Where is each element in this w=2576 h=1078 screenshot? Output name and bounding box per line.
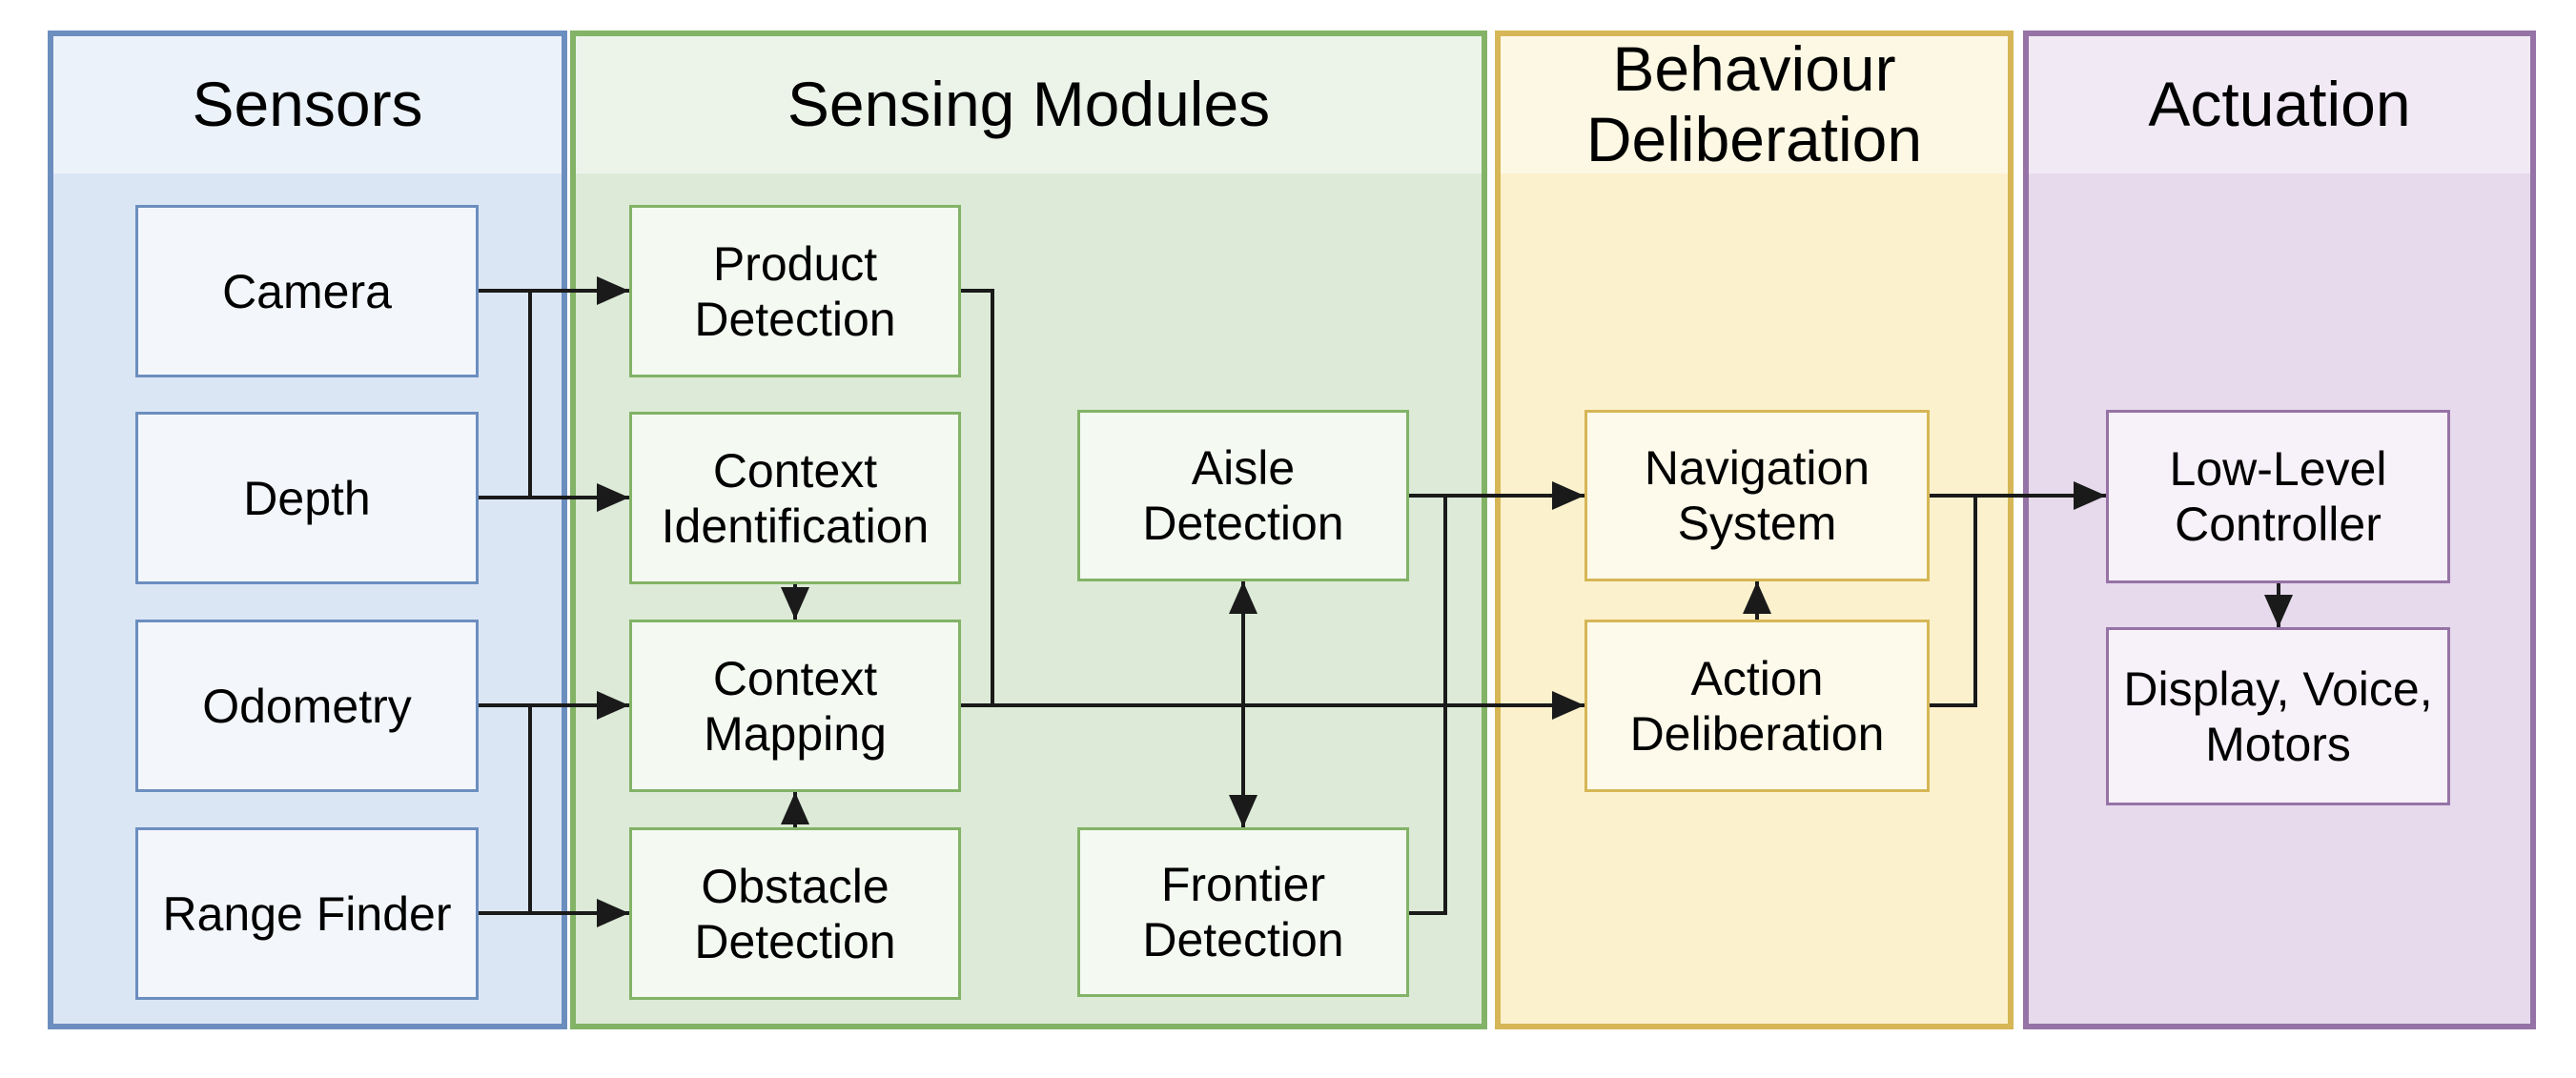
edge-camera-depth-branch: [528, 291, 532, 498]
box-low-level-controller-label: Low-Level Controller: [2169, 442, 2387, 551]
edge-camera-to-product-detection: [479, 289, 629, 293]
edge-product-detection-out-v: [991, 289, 994, 705]
panel-behaviour-deliberation-title: Behaviour Deliberation: [1585, 33, 1923, 174]
edge-action-deliberation-out-v: [1973, 496, 1977, 707]
edge-aisle-to-navigation: [1409, 494, 1584, 498]
arrowhead-action-delib-into-navigation: [1743, 581, 1771, 614]
edge-frontier-out-h: [1409, 911, 1447, 915]
box-aisle-detection: Aisle Detection: [1077, 410, 1409, 581]
box-obstacle-detection-label: Obstacle Detection: [694, 859, 896, 968]
box-depth: Depth: [135, 412, 479, 584]
box-display-voice-motors-label: Display, Voice, Motors: [2123, 661, 2433, 771]
arrowhead-llc-into-display-voice-motors: [2264, 595, 2293, 627]
box-action-deliberation-label: Action Deliberation: [1629, 651, 1885, 761]
arrowhead-link-into-frontier-detection: [1229, 795, 1257, 827]
box-display-voice-motors: Display, Voice, Motors: [2106, 627, 2450, 805]
box-obstacle-detection: Obstacle Detection: [629, 827, 961, 1000]
arrowhead-into-action-deliberation: [1552, 691, 1584, 720]
panel-sensing-modules-title: Sensing Modules: [787, 69, 1271, 140]
edge-product-detection-out-h: [961, 289, 994, 293]
arrowhead-into-context-identification: [597, 483, 629, 512]
box-frontier-detection-label: Frontier Detection: [1142, 858, 1344, 966]
panel-actuation-title: Actuation: [2148, 69, 2411, 140]
box-context-mapping: Context Mapping: [629, 620, 961, 792]
box-odometry: Odometry: [135, 620, 479, 792]
panel-sensors-header: Sensors: [53, 36, 562, 173]
box-context-mapping-label: Context Mapping: [704, 651, 887, 761]
box-depth-label: Depth: [243, 471, 371, 525]
box-frontier-detection: Frontier Detection: [1077, 827, 1409, 997]
edge-navigation-to-low-level-controller: [1930, 494, 2106, 498]
panel-actuation-header: Actuation: [2029, 36, 2530, 173]
box-context-identification: Context Identification: [629, 412, 961, 584]
edge-frontier-out-v: [1443, 496, 1447, 913]
box-aisle-detection-label: Aisle Detection: [1142, 441, 1344, 550]
box-product-detection: Product Detection: [629, 205, 961, 377]
box-navigation-system-label: Navigation System: [1644, 441, 1871, 550]
edge-action-deliberation-out-h: [1930, 703, 1977, 707]
arrowhead-ctx-ident-into-ctx-mapping: [781, 587, 809, 620]
box-context-identification-label: Context Identification: [661, 443, 930, 553]
panel-sensing-modules-header: Sensing Modules: [576, 36, 1482, 173]
box-range-finder: Range Finder: [135, 827, 479, 1000]
arrowhead-into-product-detection: [597, 276, 629, 305]
box-navigation-system: Navigation System: [1584, 410, 1930, 581]
edge-odometry-to-context-mapping: [479, 703, 629, 707]
box-odometry-label: Odometry: [202, 679, 412, 733]
edge-odometry-rangefinder-branch: [528, 705, 532, 913]
arrowhead-obstacle-into-ctx-mapping: [781, 792, 809, 824]
box-product-detection-label: Product Detection: [694, 236, 896, 346]
box-action-deliberation: Action Deliberation: [1584, 620, 1930, 792]
edge-context-mapping-to-action-deliberation: [961, 703, 1584, 707]
box-camera-label: Camera: [222, 264, 392, 318]
arrowhead-into-obstacle-detection: [597, 899, 629, 927]
edge-aisle-frontier-link: [1241, 581, 1245, 827]
box-camera: Camera: [135, 205, 479, 377]
arrowhead-into-navigation-system: [1552, 481, 1584, 510]
arrowhead-into-context-mapping: [597, 691, 629, 720]
box-low-level-controller: Low-Level Controller: [2106, 410, 2450, 583]
arrowhead-link-into-aisle-detection: [1229, 581, 1257, 614]
edge-depth-to-context-identification: [479, 496, 629, 499]
panel-behaviour-deliberation-header: Behaviour Deliberation: [1501, 33, 2008, 174]
arrowhead-into-low-level-controller: [2074, 481, 2106, 510]
panel-sensors-title: Sensors: [192, 69, 423, 140]
edge-rangefinder-to-obstacle-detection: [479, 911, 629, 915]
box-range-finder-label: Range Finder: [162, 886, 452, 941]
